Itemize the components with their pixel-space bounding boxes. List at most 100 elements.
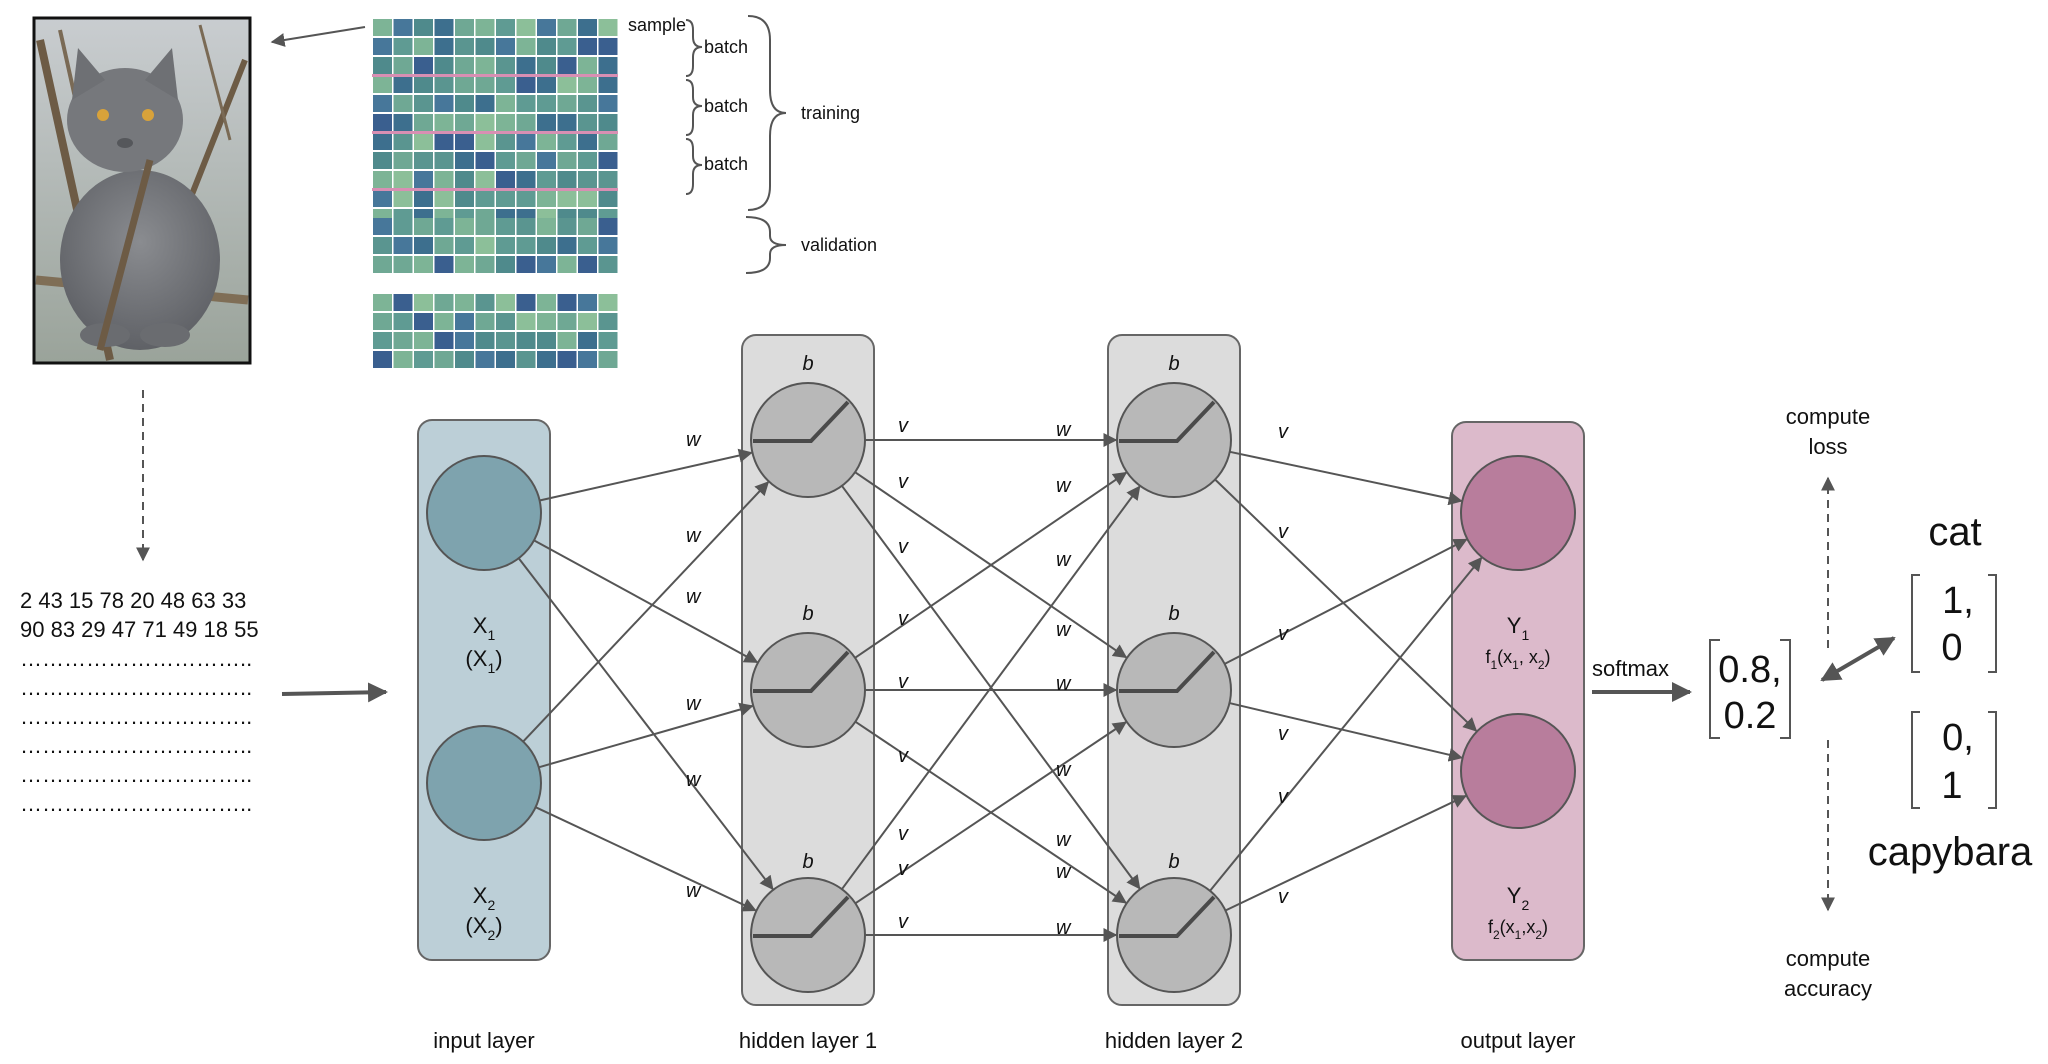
matrix-cell bbox=[537, 57, 556, 74]
matrix-cell bbox=[598, 190, 618, 207]
relu-glyph bbox=[753, 400, 850, 443]
matrix-cell bbox=[455, 76, 474, 93]
batch-divider bbox=[372, 131, 618, 134]
w-label: w bbox=[1056, 475, 1072, 497]
matrix-cell bbox=[475, 313, 495, 330]
matrix-cell bbox=[496, 76, 515, 93]
dots-row-4: ………………………….. bbox=[20, 733, 252, 758]
matrix-cell bbox=[537, 152, 556, 169]
matrix-cell bbox=[393, 218, 413, 235]
matrix-cell bbox=[393, 190, 413, 207]
matrix-cell bbox=[373, 351, 392, 368]
relu-glyph bbox=[753, 895, 850, 938]
input-node-2 bbox=[426, 725, 542, 841]
prediction-value-2: 0.2 bbox=[1724, 695, 1777, 737]
matrix-cell bbox=[496, 218, 515, 235]
cat-vector-value-2: 0 bbox=[1941, 627, 1962, 669]
matrix-cell bbox=[393, 152, 413, 169]
capybara-label: capybara bbox=[1868, 830, 2033, 874]
bias-h2-1: b bbox=[1168, 353, 1179, 375]
output-node-2 bbox=[1460, 713, 1576, 829]
data-matrix bbox=[372, 19, 618, 368]
matrix-cell bbox=[434, 19, 454, 36]
connection-arrow bbox=[1229, 450, 1463, 506]
matrix-cell bbox=[373, 95, 392, 112]
matrix-cell bbox=[598, 76, 618, 93]
training-brace bbox=[747, 15, 787, 211]
connection-arrow bbox=[841, 485, 1141, 890]
capybara-vector: 0, 1 bbox=[1911, 711, 1997, 809]
capybara-vector-value-1: 0, bbox=[1942, 717, 1974, 759]
connection-arrow bbox=[1209, 556, 1483, 892]
matrix-cell bbox=[537, 133, 556, 150]
compute-loss-line1: compute bbox=[1786, 404, 1870, 429]
matrix-cell bbox=[516, 133, 536, 150]
v-label: v bbox=[898, 415, 909, 437]
matrix-cell bbox=[537, 294, 556, 311]
dots-row-2: ………………………….. bbox=[20, 675, 252, 700]
relu-glyph bbox=[753, 650, 850, 693]
matrix-cell bbox=[537, 171, 556, 188]
w-label: w bbox=[1056, 419, 1072, 441]
bracket-icon bbox=[1911, 574, 1920, 673]
matrix-cell bbox=[598, 332, 618, 349]
matrix-cell bbox=[373, 313, 392, 330]
matrix-cell bbox=[393, 313, 413, 330]
matrix-cell bbox=[496, 351, 515, 368]
matrix-cell bbox=[578, 218, 597, 235]
matrix-cell bbox=[516, 294, 536, 311]
connection-arrow bbox=[854, 721, 1127, 905]
connection-arrow bbox=[538, 702, 754, 769]
matrix-cell bbox=[434, 114, 454, 131]
matrix-cell bbox=[557, 19, 577, 36]
matrix-cell bbox=[393, 95, 413, 112]
matrix-cell bbox=[455, 114, 474, 131]
matrix-cell bbox=[373, 294, 392, 311]
matrix-cell bbox=[578, 313, 597, 330]
matrix-cell bbox=[496, 95, 515, 112]
matrix-cell bbox=[455, 133, 474, 150]
matrix-cell bbox=[475, 95, 495, 112]
v-label: v bbox=[1278, 723, 1289, 745]
matrix-cell bbox=[537, 256, 556, 273]
matrix-cell bbox=[516, 256, 536, 273]
matrix-cell bbox=[475, 19, 495, 36]
matrix-cell bbox=[496, 38, 515, 55]
matrix-cell bbox=[373, 190, 392, 207]
dots-row-6: ………………………….. bbox=[20, 791, 252, 816]
matrix-cell bbox=[455, 171, 474, 188]
bias-h2-2: b bbox=[1168, 603, 1179, 625]
matrix-cell bbox=[475, 76, 495, 93]
matrix-cell bbox=[373, 133, 392, 150]
w-label: w bbox=[686, 525, 702, 547]
matrix-cell bbox=[598, 294, 618, 311]
cat-vector-value-1: 1, bbox=[1942, 580, 1974, 622]
w-label: w bbox=[686, 693, 702, 715]
matrix-cell bbox=[475, 190, 495, 207]
matrix-cell bbox=[434, 351, 454, 368]
matrix-cell bbox=[598, 114, 618, 131]
matrix-cell bbox=[557, 313, 577, 330]
matrix-cell bbox=[496, 313, 515, 330]
matrix-cell bbox=[455, 19, 474, 36]
input-x2-label: X2 bbox=[473, 883, 496, 913]
matrix-cell bbox=[557, 95, 577, 112]
matrix-cell bbox=[414, 152, 433, 169]
input-layer-title: input layer bbox=[433, 1028, 535, 1053]
matrix-cell bbox=[496, 190, 515, 207]
matrix-cell bbox=[598, 38, 618, 55]
number-row-1: 2 43 15 78 20 48 63 33 bbox=[20, 588, 246, 613]
matrix-cell bbox=[455, 57, 474, 74]
batch-divider bbox=[372, 188, 618, 191]
bracket-icon bbox=[1780, 639, 1791, 739]
matrix-cell bbox=[578, 332, 597, 349]
batch-divider bbox=[372, 74, 618, 77]
matrix-cell bbox=[393, 171, 413, 188]
matrix-cell bbox=[578, 237, 597, 254]
matrix-cell bbox=[598, 95, 618, 112]
matrix-cell bbox=[578, 114, 597, 131]
matrix-cell bbox=[537, 76, 556, 93]
matrix-cell bbox=[475, 133, 495, 150]
cat-label: cat bbox=[1928, 510, 1981, 554]
